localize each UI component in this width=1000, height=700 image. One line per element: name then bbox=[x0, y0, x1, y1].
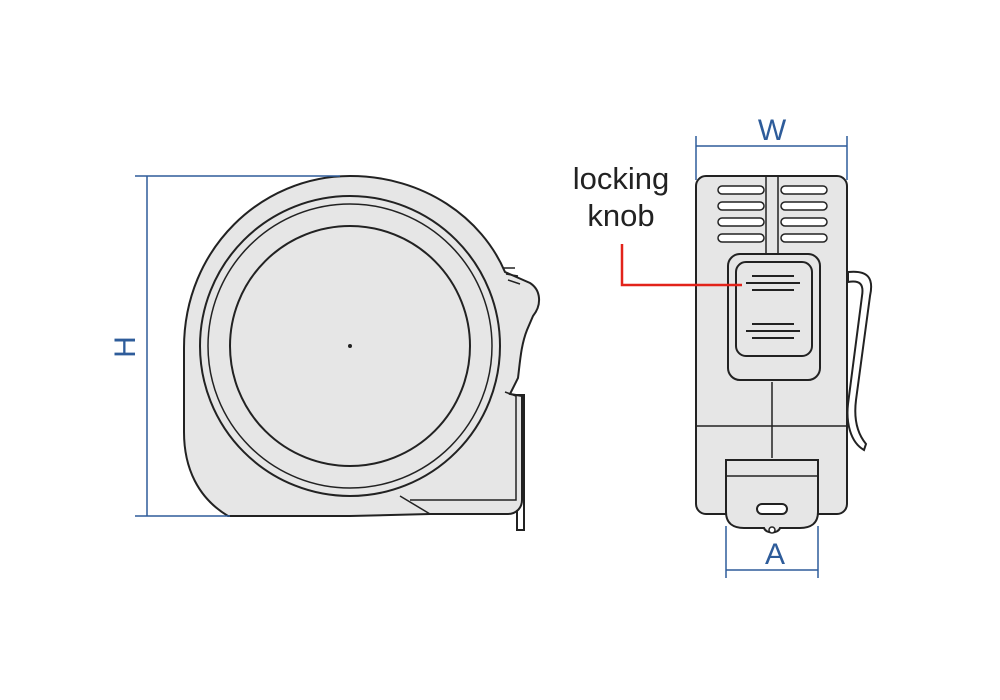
height-dimension bbox=[135, 175, 340, 517]
tape-slot bbox=[765, 176, 779, 458]
middle-ring bbox=[207, 203, 493, 489]
hook-slot bbox=[756, 503, 788, 515]
locking-knob bbox=[735, 261, 813, 357]
front-view bbox=[695, 175, 873, 534]
width-label: W bbox=[758, 114, 787, 147]
grip-ribs-left bbox=[717, 185, 765, 243]
knob-grip-lines bbox=[746, 275, 800, 339]
callout-label-line2: knob bbox=[587, 198, 654, 233]
center-dot bbox=[348, 344, 352, 348]
hook-hole bbox=[768, 526, 776, 534]
belt-clip bbox=[846, 270, 873, 452]
callout-label-line1: locking bbox=[573, 161, 670, 196]
housing-ridges bbox=[503, 267, 521, 285]
tip-width-dimension bbox=[725, 526, 819, 578]
height-label: H bbox=[109, 336, 142, 358]
width-dimension bbox=[695, 136, 848, 180]
mouth-guide bbox=[399, 391, 517, 515]
tape-hook bbox=[725, 459, 819, 534]
callout-leader bbox=[620, 244, 742, 287]
tip-width-label: A bbox=[765, 538, 785, 571]
side-view bbox=[183, 174, 540, 531]
grip-ribs-right bbox=[780, 185, 828, 243]
